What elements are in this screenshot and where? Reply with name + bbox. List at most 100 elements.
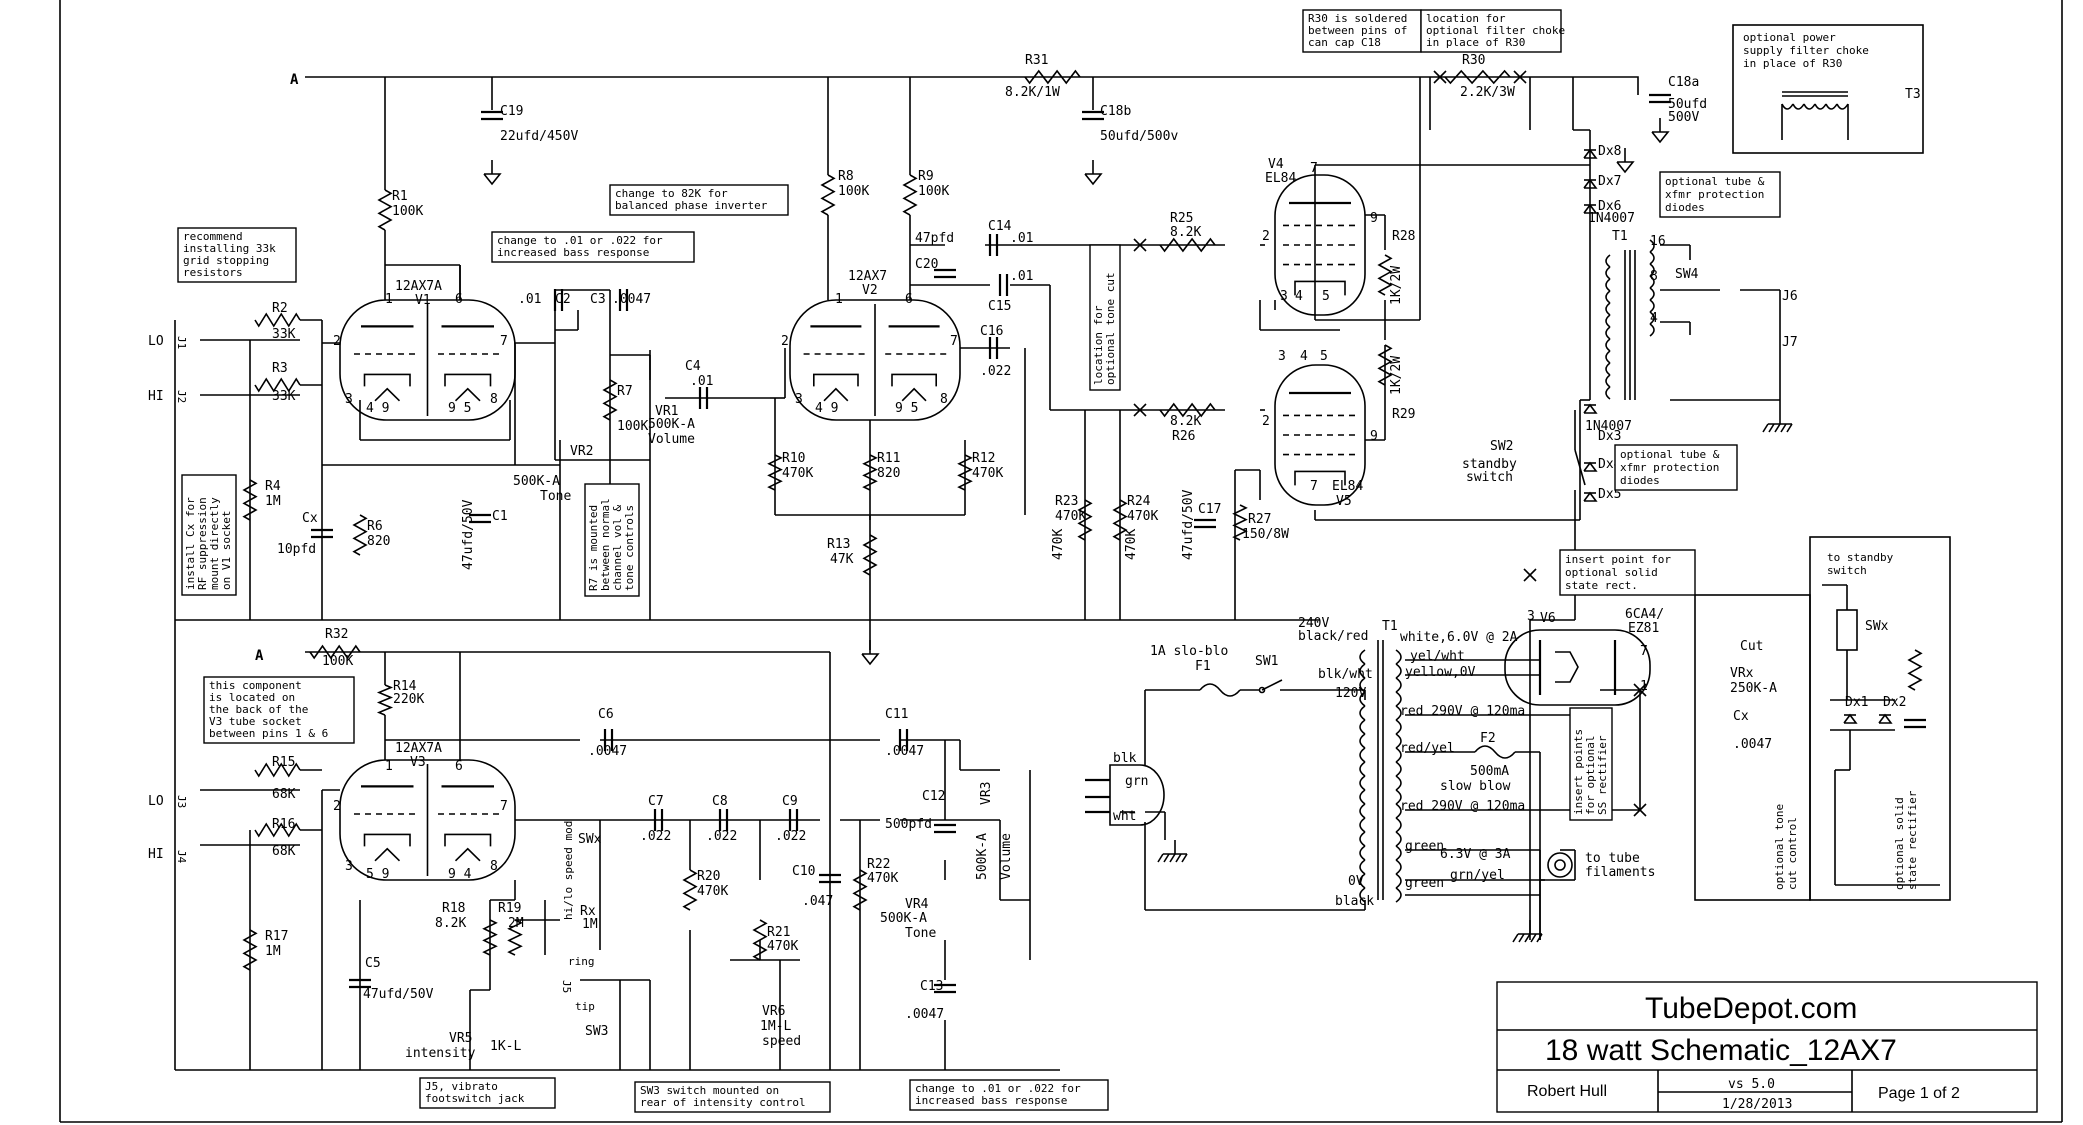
note-tone-cut-control-line: optional tone [1773, 804, 1786, 890]
label-components-r1v: 100K [392, 204, 423, 219]
label-pins-p9: 9 [1370, 429, 1378, 444]
label-components-cx: Cx [302, 511, 318, 526]
label-components-c6v: .0047 [588, 744, 627, 759]
note-protection-1-line: xfmr protection [1665, 188, 1764, 201]
r19-symbol [507, 919, 523, 956]
label-components-vr3f: Volume [999, 833, 1014, 880]
tube-v2 [789, 299, 961, 421]
c3-symbol [618, 289, 629, 311]
label-pins-p4: 4 [1295, 289, 1303, 304]
note-cx-line: install Cx for [184, 497, 197, 590]
label-notes-n_tip: tip [575, 1000, 595, 1013]
label-components-r10: R10 [782, 451, 805, 466]
r29-symbol [1377, 344, 1393, 386]
label-components-swx: SWx [1865, 619, 1889, 634]
r3-symbol [254, 377, 301, 393]
label-transformer-green2: green [1405, 876, 1444, 891]
label-components-c16: C16 [980, 324, 1003, 339]
label-pins-p6: 6 [905, 292, 913, 307]
note-choke-line: supply filter choke [1743, 44, 1869, 57]
dx2-symbol [1878, 713, 1893, 724]
label-components-vr1v: 500K-A [648, 417, 695, 432]
optional-ss-rectifier-box [1809, 536, 1951, 901]
v3-label: V3 [410, 755, 426, 770]
label-transformer-redyel: red/yel [1400, 741, 1455, 756]
label-components-r4v: 1M [265, 494, 281, 509]
label-components-r22: R22 [867, 857, 890, 872]
label-components-r30: R30 [1462, 53, 1485, 68]
note-insert-points-line: SS rectifier [1596, 735, 1609, 815]
gnd-main [861, 640, 880, 666]
v3-type: 12AX7A [395, 741, 442, 756]
label-pins-p1: 1 [385, 292, 393, 307]
label-pins-p49: 4 9 [366, 401, 389, 416]
jack-j5: J5 [560, 980, 573, 993]
label-components-c18a: C18a [1668, 75, 1699, 90]
tube-graphics [339, 174, 1651, 881]
jack-j6: J6 [1782, 289, 1798, 304]
r6-symbol [352, 514, 368, 556]
c7-symbol [653, 809, 664, 831]
gnd-c18b [1084, 160, 1103, 186]
r8-symbol [820, 174, 836, 216]
note-insert-points-line: insert points [1572, 729, 1585, 815]
cross-3 [1133, 238, 1147, 252]
label-pins-p3: 3 [345, 859, 353, 874]
label-components-c15: C15 [988, 299, 1011, 314]
jack-hi-top: HI [148, 389, 164, 404]
dx4-symbol [1583, 461, 1598, 472]
note-ss-rectifier-line: optional solid [1893, 797, 1906, 890]
label-transformer-red1: red 290V @ 120ma [1400, 704, 1525, 719]
note-j5-line: J5, vibrato [425, 1080, 498, 1093]
label-pins-p3: 3 [345, 392, 353, 407]
note-r14-line: this component [209, 679, 302, 692]
label-transformer-v240: 240V [1298, 616, 1329, 631]
label-components-r23v: 470K [1051, 529, 1066, 560]
label-transformer-v120: 120V [1335, 686, 1366, 701]
c1-symbol [469, 513, 491, 524]
fuse-f1 [1199, 683, 1241, 697]
label-transformer-green1: green [1405, 839, 1444, 854]
c20-symbol [934, 268, 956, 279]
label-components-r9: R9 [918, 169, 934, 184]
label-components-t3: T3 [1905, 87, 1921, 102]
note-protection-2-line: xfmr protection [1620, 461, 1719, 474]
title-version: vs 5.0 [1728, 1077, 1775, 1092]
label-components-swx2: SWx [578, 832, 602, 847]
r1-symbol [377, 189, 393, 231]
jack-j3: J3 [175, 795, 188, 808]
label-components-r3v: 33K [272, 389, 296, 404]
label-components-c17: C17 [1198, 502, 1221, 517]
label-components-c14: C14 [988, 219, 1012, 234]
label-components-c13v: .0047 [905, 1007, 944, 1022]
v4-type: EL84 [1265, 171, 1296, 186]
label-pins-p8: 8 [1650, 269, 1658, 284]
tube-v3 [339, 759, 516, 881]
note-grid-stoppers-line: installing 33k [183, 242, 276, 255]
label-components-f2: F2 [1480, 731, 1496, 746]
node-a-bottom: A [255, 648, 264, 664]
label-components-cut: Cut [1740, 639, 1763, 654]
dx3-symbol [1583, 403, 1598, 414]
label-components-c9v: .022 [775, 829, 806, 844]
label-components-r11: R11 [877, 451, 900, 466]
label-components-vr6v: 1M-L [760, 1019, 791, 1034]
label-components-r18: R18 [442, 901, 465, 916]
r23-symbol [1077, 499, 1093, 541]
note-grid-stoppers-line: recommend [183, 230, 243, 243]
label-components-c14v: .01 [1010, 231, 1033, 246]
label-components-c9: C9 [782, 794, 798, 809]
label-components-n4007b: 1N4007 [1585, 419, 1632, 434]
label-pins-p3: 3 [1278, 349, 1286, 364]
label-pins-p2: 2 [333, 799, 341, 814]
note-r7-line: R7 is mounted [587, 505, 600, 591]
note-82k-line: balanced phase inverter [615, 199, 768, 212]
